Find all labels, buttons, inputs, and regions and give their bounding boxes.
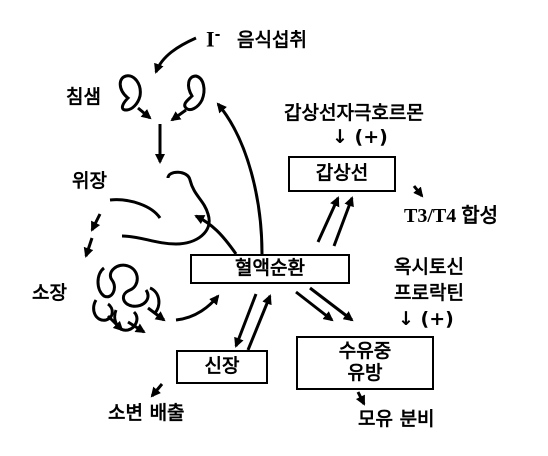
salivary-gland-label: 침샘: [66, 86, 101, 108]
milk-secretion-label: 모유 분비: [358, 408, 435, 430]
pathway-arrows: [83, 36, 424, 406]
arrow-intestine-to-blood: [175, 294, 220, 322]
circulation-label: 혈액순환: [235, 257, 305, 280]
arrow-right-gland-down: [170, 108, 187, 122]
arrow-left-gland-down: [137, 106, 152, 120]
salivary-gland-shapes: [118, 74, 206, 112]
arrow-intake-to-mouth: [154, 36, 197, 74]
arrow-stomach-to-intestine-1: [90, 213, 102, 232]
arrow-blood-to-salivary: [216, 102, 264, 255]
thyroid-box: 갑상선: [288, 156, 396, 192]
arrow-intestine-out-1: [106, 314, 124, 332]
tsh-effect-label: ↓ (+): [332, 126, 388, 148]
arrow-stomach-to-intestine-2: [83, 237, 94, 258]
arrow-blood-to-thyroid-2: [332, 196, 354, 247]
mammary-label-line2: 유방: [347, 362, 383, 384]
circulation-box: 혈액순환: [190, 254, 350, 284]
mammary-label-line1: 수유중: [338, 340, 392, 363]
arrow-kidney-output: [150, 383, 164, 398]
oxytocin-label: 옥시토신: [394, 256, 464, 278]
arrow-breast-output: [355, 391, 366, 406]
arrow-kidney-to-blood: [246, 294, 272, 351]
thyroid-output-label: T3/T4 합성: [404, 205, 499, 227]
prolactin-label: 프로락틴: [394, 282, 464, 304]
iodide-symbol: I: [206, 26, 215, 52]
kidney-label: 신장: [204, 355, 240, 378]
iodide-charge: -: [214, 27, 221, 43]
stomach-shape: [109, 170, 211, 246]
kidney-box: 신장: [176, 350, 268, 384]
arrow-blood-to-breast-1: [295, 290, 334, 322]
arrow-intestine-out-2: [127, 320, 146, 334]
small-intestine-shape: [92, 263, 161, 332]
thyroid-label: 갑상선: [315, 162, 369, 185]
small-intestine-label: 소장: [32, 282, 67, 304]
arrow-intestine-out-3: [147, 306, 166, 322]
stomach-label: 위장: [72, 170, 107, 192]
iodide-intake-label: I- 음식섭취: [206, 28, 307, 50]
mammary-box: 수유중 유방: [296, 336, 434, 390]
food-intake-text: 음식섭취: [237, 29, 307, 52]
arrow-tsh-to-thyroid: [412, 185, 424, 198]
arrow-blood-to-thyroid-1: [316, 196, 340, 243]
arrow-blood-to-breast-2: [309, 286, 354, 322]
lactation-effect-label: ↓ (+): [398, 308, 454, 330]
arrow-blood-to-kidney-1: [234, 293, 258, 348]
urine-excretion-label: 소변 배출: [108, 402, 185, 424]
tsh-label: 갑상선자극호르몬: [284, 102, 424, 124]
arrow-blood-to-stomach: [194, 214, 238, 255]
